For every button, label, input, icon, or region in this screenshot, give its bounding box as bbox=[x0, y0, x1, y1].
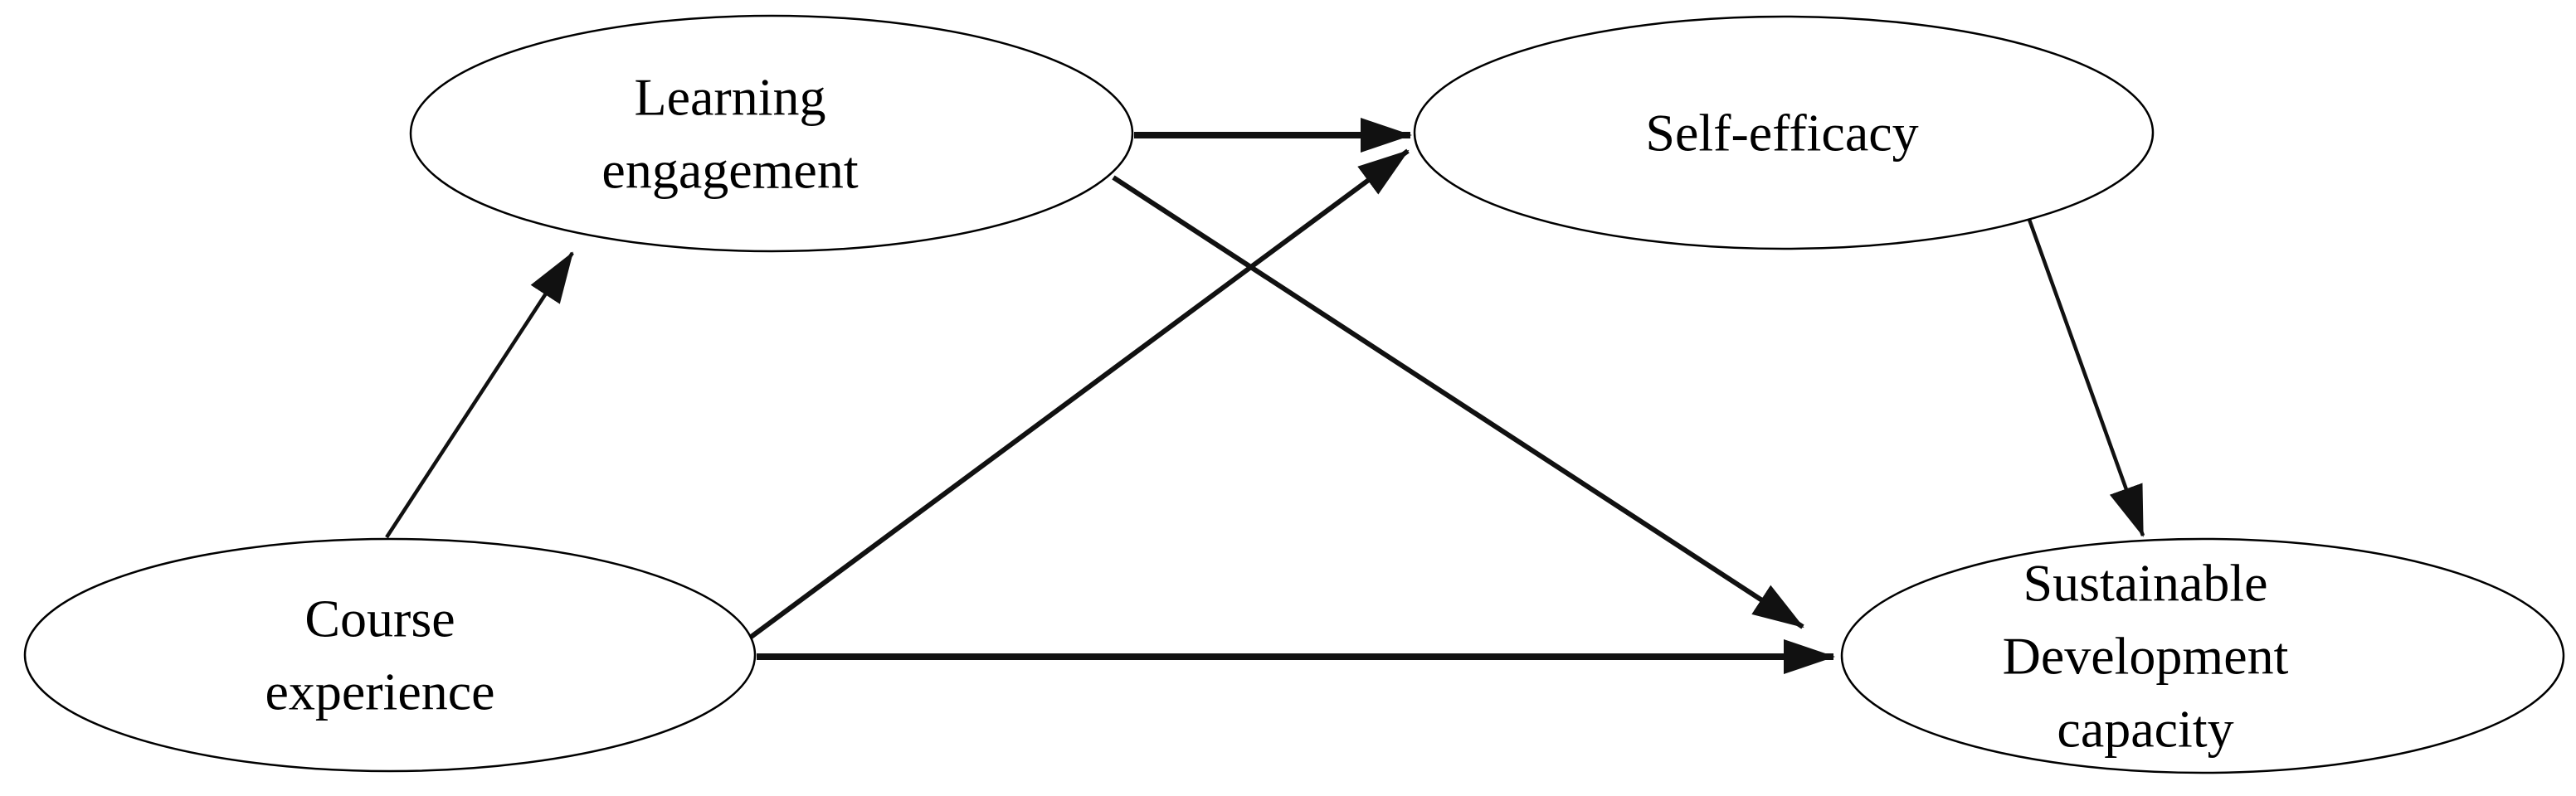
node-label-self-efficacy: Self-efficacy bbox=[1645, 104, 1918, 163]
node-label-line: Development bbox=[2003, 627, 2289, 686]
node-course-experience: Course experience bbox=[23, 537, 757, 773]
arrow-self-efficacy-to-sustainable-development-capacity bbox=[2026, 216, 2145, 537]
node-ellipse-self-efficacy bbox=[1413, 15, 2155, 250]
arrow-course-experience-to-self-efficacy bbox=[745, 148, 1410, 643]
node-label-line: Self-efficacy bbox=[1645, 104, 1918, 163]
edges-layer bbox=[385, 118, 2145, 674]
arrow-course-experience-to-learning-engagement bbox=[385, 251, 574, 539]
node-self-efficacy: Self-efficacy bbox=[1413, 15, 2155, 250]
node-ellipse-learning-engagement bbox=[409, 14, 1134, 253]
node-label-line: Learning bbox=[635, 68, 826, 127]
node-label-line: Course bbox=[304, 590, 455, 648]
node-label-line: Sustainable bbox=[2023, 554, 2267, 613]
node-label-course-experience: Course experience bbox=[265, 590, 494, 721]
node-label-learning-engagement: Learning engagement bbox=[601, 68, 858, 200]
node-label-line: engagement bbox=[601, 141, 858, 200]
node-label-line: capacity bbox=[2057, 700, 2233, 759]
arrow-learning-engagement-to-sustainable-development-capacity bbox=[1112, 175, 1804, 629]
node-learning-engagement: Learning engagement bbox=[409, 14, 1134, 253]
node-label-line: experience bbox=[265, 663, 494, 721]
node-ellipse-sustainable-development-capacity bbox=[1840, 537, 2565, 774]
node-ellipse-course-experience bbox=[23, 537, 757, 773]
